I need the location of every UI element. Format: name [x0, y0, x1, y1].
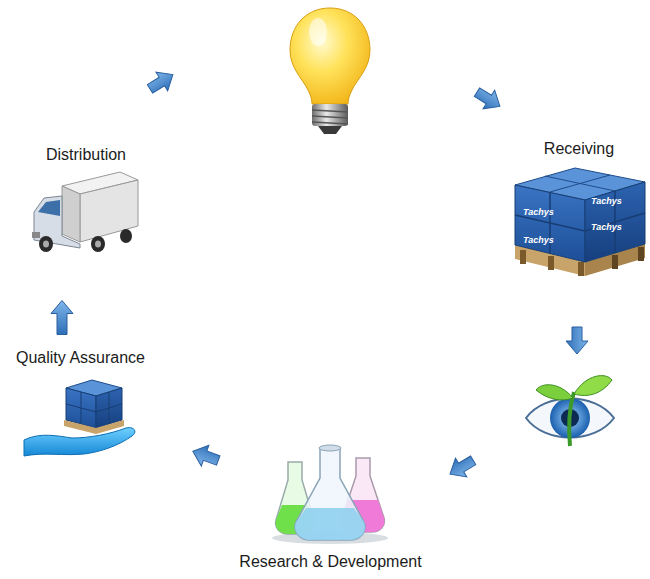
pallet-icon-part: [515, 185, 585, 262]
light-bulb-icon: [290, 8, 370, 134]
pallet-icon-part: [585, 182, 645, 262]
eye-sprout-icon-part: [574, 376, 612, 396]
stage-node: Distribution: [26, 143, 146, 289]
light-bulb-icon-part: [318, 126, 342, 134]
pallet-icon-part: [638, 247, 644, 261]
flasks-icon-part: [319, 445, 341, 451]
box-brand-label: Tachys: [523, 207, 554, 217]
light-bulb-icon-part: [312, 104, 348, 126]
hand-pallet-icon-part: [66, 404, 96, 412]
flasks-icon-part: [295, 508, 365, 540]
hand-pallet-icon-part: [24, 428, 135, 456]
eye-sprout-icon: [526, 376, 614, 446]
stage-label: Research & Development: [235, 552, 426, 572]
stage-node: Receiving: [512, 137, 646, 306]
pallet-icon-part: [550, 175, 610, 192]
truck-icon: [32, 172, 138, 252]
stage-label: Receiving: [512, 139, 646, 159]
truck-icon-part: [32, 232, 40, 238]
truck-icon-part: [43, 241, 49, 248]
pallet-icon-part: [545, 176, 615, 191]
hand-pallet-icon: [24, 380, 135, 456]
light-bulb-icon-part: [290, 8, 370, 104]
light-bulb-icon-part: [309, 18, 327, 46]
light-bulb-icon-part: [312, 110, 348, 112]
cycle-arrows-part: [566, 327, 588, 354]
stage-node: Quality Assurance: [12, 346, 149, 486]
pallet-icon: [515, 168, 645, 276]
eye-sprout-icon-part: [536, 385, 573, 400]
pallet-icon-part: [520, 250, 526, 264]
light-bulb-icon-part: [312, 122, 348, 124]
flasks-icon: [272, 445, 388, 544]
truck-icon-part: [38, 200, 60, 216]
eye-sprout-icon-part: [569, 392, 574, 446]
stage-label: Quality Assurance: [12, 348, 149, 368]
pallet-icon-part: [548, 256, 554, 270]
flasks-icon-part: [295, 448, 365, 540]
box-brand-label: Tachys: [523, 235, 554, 245]
stage-node: Research & Development: [235, 444, 426, 574]
truck-icon-part: [91, 236, 105, 252]
truck-icon-part: [39, 236, 53, 252]
cycle-arrows-part: [189, 441, 222, 471]
stage-label: Distribution: [26, 145, 146, 165]
cycle-arrows-part: [444, 451, 478, 484]
pallet-icon-part: [585, 213, 645, 231]
cycle-arrows-part: [471, 83, 506, 116]
pallet-icon-part: [515, 215, 585, 231]
truck-icon-part: [120, 229, 132, 243]
truck-icon-part: [80, 180, 138, 242]
box-brand-label: Tachys: [591, 196, 622, 206]
light-bulb-icon-part: [312, 116, 348, 118]
arrow-shape: [51, 301, 73, 335]
cycle-arrows: [144, 65, 588, 483]
truck-icon-part: [62, 186, 80, 242]
cycle-arrows-part: [144, 65, 179, 98]
flow-arrow: [51, 289, 73, 346]
box-brand-label: Tachys: [591, 222, 622, 232]
truck-icon-part: [95, 241, 101, 248]
pallet-icon-part: [612, 255, 618, 269]
pallet-icon-part: [578, 262, 584, 276]
hand-pallet-icon-part: [96, 404, 122, 412]
